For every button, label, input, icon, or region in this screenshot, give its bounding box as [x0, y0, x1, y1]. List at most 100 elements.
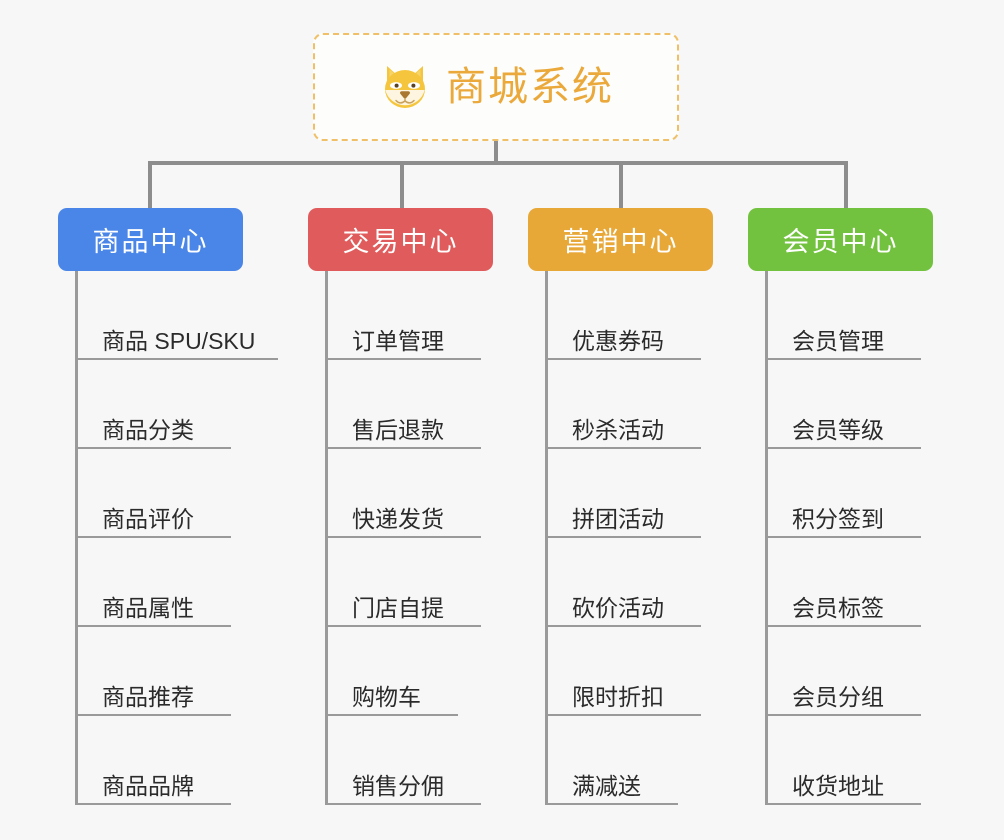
leaf-underline: [325, 714, 458, 716]
branch-spine: [325, 271, 328, 805]
leaf-label: 快递发货: [352, 505, 444, 532]
leaf-underline: [545, 714, 701, 716]
branch-spine: [765, 271, 768, 805]
leaf-underline: [765, 625, 921, 627]
leaf-item[interactable]: 会员等级: [765, 360, 968, 449]
leaf-label: 收货地址: [792, 772, 884, 799]
branch-header-marketing[interactable]: 营销中心: [528, 208, 713, 271]
leaf-item[interactable]: 会员管理: [765, 271, 968, 360]
leaf-item[interactable]: 销售分佣: [325, 716, 528, 805]
branch-header-label: 交易中心: [342, 227, 459, 257]
branch-spine: [75, 271, 78, 805]
branch-header-product[interactable]: 商品中心: [58, 208, 243, 271]
leaf-item[interactable]: 商品属性: [75, 538, 278, 627]
leaf-item[interactable]: 会员标签: [765, 538, 968, 627]
leaf-underline: [765, 536, 921, 538]
branch-spine: [545, 271, 548, 805]
leaf-underline: [325, 536, 481, 538]
leaf-label: 商品推荐: [102, 683, 194, 710]
leaf-underline: [765, 447, 921, 449]
leaf-underline: [75, 358, 278, 360]
leaf-item[interactable]: 限时折扣: [545, 627, 748, 716]
leaf-underline: [75, 625, 231, 627]
leaf-underline: [545, 536, 701, 538]
leaf-item[interactable]: 收货地址: [765, 716, 968, 805]
leaf-underline: [75, 536, 231, 538]
leaf-label: 商品品牌: [102, 772, 194, 799]
leaf-label: 积分签到: [792, 505, 884, 532]
leaf-underline: [765, 358, 921, 360]
leaf-list-product: 商品 SPU/SKU 商品分类 商品评价 商品属性 商品推荐: [75, 271, 278, 805]
leaf-item[interactable]: 优惠券码: [545, 271, 748, 360]
leaf-label: 商品评价: [102, 505, 194, 532]
leaf-item[interactable]: 拼团活动: [545, 449, 748, 538]
leaf-label: 砍价活动: [572, 594, 664, 621]
leaf-underline: [75, 447, 231, 449]
leaf-item[interactable]: 商品推荐: [75, 627, 278, 716]
leaf-label: 商品分类: [102, 416, 194, 443]
leaf-label: 限时折扣: [572, 683, 664, 710]
leaf-underline: [545, 803, 678, 805]
branch-header-trade[interactable]: 交易中心: [308, 208, 493, 271]
leaf-label: 商品 SPU/SKU: [102, 327, 256, 354]
leaf-underline: [325, 803, 481, 805]
connector-drop-3: [619, 161, 623, 208]
leaf-label: 购物车: [352, 683, 421, 710]
leaf-label: 商品属性: [102, 594, 194, 621]
leaf-underline: [545, 447, 701, 449]
leaf-label: 门店自提: [352, 594, 444, 621]
leaf-item[interactable]: 售后退款: [325, 360, 528, 449]
connector-drop-2: [400, 161, 404, 208]
leaf-item[interactable]: 购物车: [325, 627, 528, 716]
leaf-item[interactable]: 会员分组: [765, 627, 968, 716]
branch-column-trade: 交易中心 订单管理 售后退款 快递发货 门店自提: [308, 208, 528, 805]
leaf-list-trade: 订单管理 售后退款 快递发货 门店自提 购物车: [325, 271, 528, 805]
leaf-item[interactable]: 快递发货: [325, 449, 528, 538]
leaf-underline: [75, 714, 231, 716]
connector-bus: [148, 161, 848, 165]
leaf-underline: [765, 803, 921, 805]
leaf-item[interactable]: 门店自提: [325, 538, 528, 627]
branch-column-member: 会员中心 会员管理 会员等级 积分签到 会员标签: [748, 208, 968, 805]
leaf-label: 秒杀活动: [572, 416, 664, 443]
leaf-item[interactable]: 砍价活动: [545, 538, 748, 627]
leaf-item[interactable]: 商品评价: [75, 449, 278, 538]
leaf-underline: [545, 625, 701, 627]
branch-column-marketing: 营销中心 优惠券码 秒杀活动 拼团活动 砍价活动: [528, 208, 748, 805]
connector-drop-1: [148, 161, 152, 208]
leaf-item[interactable]: 满减送: [545, 716, 748, 805]
leaf-underline: [325, 358, 481, 360]
leaf-label: 优惠券码: [572, 327, 664, 354]
connector-drop-4: [844, 161, 848, 208]
leaf-item[interactable]: 商品分类: [75, 360, 278, 449]
leaf-item[interactable]: 商品品牌: [75, 716, 278, 805]
leaf-underline: [325, 625, 481, 627]
leaf-label: 拼团活动: [572, 505, 664, 532]
branch-column-product: 商品中心 商品 SPU/SKU 商品分类 商品评价 商品属性: [58, 208, 278, 805]
leaf-item[interactable]: 积分签到: [765, 449, 968, 538]
connector-root-stem: [494, 141, 498, 165]
leaf-underline: [75, 803, 231, 805]
leaf-label: 会员分组: [792, 683, 884, 710]
leaf-item[interactable]: 秒杀活动: [545, 360, 748, 449]
branch-header-label: 营销中心: [562, 227, 679, 257]
leaf-item[interactable]: 订单管理: [325, 271, 528, 360]
leaf-label: 销售分佣: [352, 772, 444, 799]
leaf-list-member: 会员管理 会员等级 积分签到 会员标签 会员分组: [765, 271, 968, 805]
branch-header-label: 会员中心: [782, 227, 899, 257]
shiba-dog-icon: [378, 60, 432, 114]
leaf-label: 售后退款: [352, 416, 444, 443]
leaf-label: 会员管理: [792, 327, 884, 354]
root-title: 商城系统: [446, 65, 614, 109]
leaf-underline: [545, 358, 701, 360]
leaf-item[interactable]: 商品 SPU/SKU: [75, 271, 278, 360]
root-node[interactable]: 商城系统: [313, 33, 679, 141]
leaf-label: 订单管理: [352, 327, 444, 354]
leaf-list-marketing: 优惠券码 秒杀活动 拼团活动 砍价活动 限时折扣: [545, 271, 748, 805]
leaf-label: 会员等级: [792, 416, 884, 443]
branch-header-label: 商品中心: [92, 227, 209, 257]
branch-header-member[interactable]: 会员中心: [748, 208, 933, 271]
leaf-underline: [325, 447, 481, 449]
